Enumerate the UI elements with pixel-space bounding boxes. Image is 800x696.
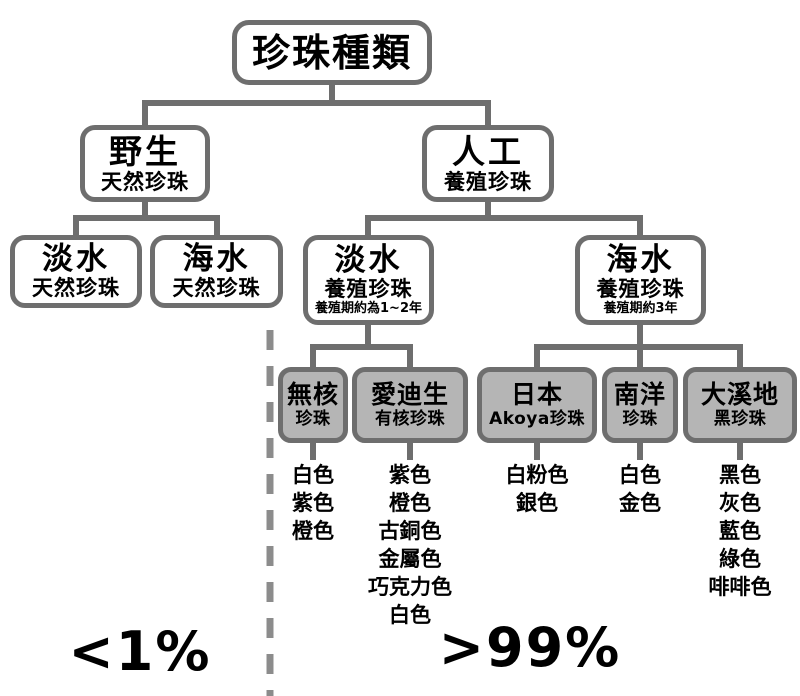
- color-item: 橙色: [292, 519, 334, 543]
- color-item: 紫色: [389, 463, 431, 487]
- node-japan-akoya-pearl: 日本 Akoya珍珠: [477, 367, 597, 443]
- node-label: 愛迪生: [370, 380, 449, 409]
- node-label: 人工: [452, 131, 524, 171]
- node-non-nucleated-pearl: 無核 珍珠: [278, 367, 348, 443]
- color-item: 銀色: [516, 491, 558, 515]
- color-list-south-sea: 白色 金色: [580, 461, 700, 517]
- color-item: 白色: [292, 463, 334, 487]
- node-sublabel: 天然珍珠: [101, 169, 189, 194]
- node-label: 日本: [510, 380, 563, 409]
- color-item: 綠色: [719, 547, 761, 571]
- node-sublabel: 黑珍珠: [713, 409, 767, 429]
- tree-connectors: [73, 82, 743, 460]
- node-cultured-seawater: 海水 養殖珍珠 養殖期約3年: [575, 235, 706, 325]
- color-item: 橙色: [389, 491, 431, 515]
- color-item: 白色: [619, 463, 661, 487]
- cultured-share-percentage: >99%: [438, 616, 622, 679]
- node-edison-pearl: 愛迪生 有核珍珠: [352, 367, 468, 443]
- node-wild: 野生 天然珍珠: [80, 125, 210, 202]
- node-sublabel: 天然珍珠: [32, 276, 120, 300]
- node-sublabel: 養殖珍珠: [324, 276, 413, 301]
- color-item: 紫色: [292, 491, 334, 515]
- node-sublabel: 天然珍珠: [172, 276, 261, 300]
- node-label: 無核: [286, 380, 339, 409]
- color-list-tahitian: 黑色 灰色 藍色 綠色 啡啡色: [680, 461, 800, 601]
- node-label: 野生: [109, 131, 181, 171]
- node-note: 養殖期約3年: [603, 300, 678, 316]
- wild-share-percentage: <1%: [68, 620, 212, 683]
- color-item: 啡啡色: [708, 575, 772, 599]
- color-item: 藍色: [719, 519, 761, 543]
- color-item: 金屬色: [378, 547, 442, 571]
- node-artificial: 人工 養殖珍珠: [422, 125, 554, 202]
- color-item: 白色: [389, 603, 431, 627]
- color-list-non-nucleated: 白色 紫色 橙色: [253, 461, 373, 545]
- node-sublabel: 養殖珍珠: [444, 169, 532, 194]
- node-label: 淡水: [334, 241, 403, 278]
- color-item: 白粉色: [505, 463, 569, 487]
- color-item: 古銅色: [378, 519, 442, 543]
- node-wild-freshwater: 淡水 天然珍珠: [10, 235, 142, 308]
- node-sublabel: 有核珍珠: [375, 409, 445, 429]
- node-sublabel: 養殖珍珠: [596, 276, 685, 301]
- color-item: 黑色: [719, 463, 761, 487]
- node-note: 養殖期約為1~2年: [315, 300, 422, 316]
- node-label: 南洋: [613, 380, 666, 409]
- node-sublabel: 珍珠: [622, 409, 658, 429]
- color-item: 巧克力色: [368, 575, 452, 599]
- color-item: 金色: [619, 491, 661, 515]
- color-list-edison: 紫色 橙色 古銅色 金屬色 巧克力色 白色: [350, 461, 470, 629]
- node-label: 淡水: [42, 241, 110, 277]
- color-item: 灰色: [719, 491, 761, 515]
- color-list-japan-akoya: 白粉色 銀色: [477, 461, 597, 517]
- node-wild-seawater: 海水 天然珍珠: [150, 235, 283, 308]
- node-label: 大溪地: [700, 380, 779, 409]
- node-south-sea-pearl: 南洋 珍珠: [602, 367, 678, 443]
- node-label: 珍珠種類: [251, 30, 412, 75]
- node-cultured-freshwater: 淡水 養殖珍珠 養殖期約為1~2年: [303, 235, 434, 325]
- node-pearl-types-root: 珍珠種類: [232, 20, 432, 85]
- node-sublabel: 珍珠: [295, 409, 331, 429]
- node-label: 海水: [182, 241, 251, 277]
- node-sublabel: Akoya珍珠: [489, 409, 585, 429]
- node-tahitian-black-pearl: 大溪地 黑珍珠: [683, 367, 797, 443]
- node-label: 海水: [606, 241, 675, 278]
